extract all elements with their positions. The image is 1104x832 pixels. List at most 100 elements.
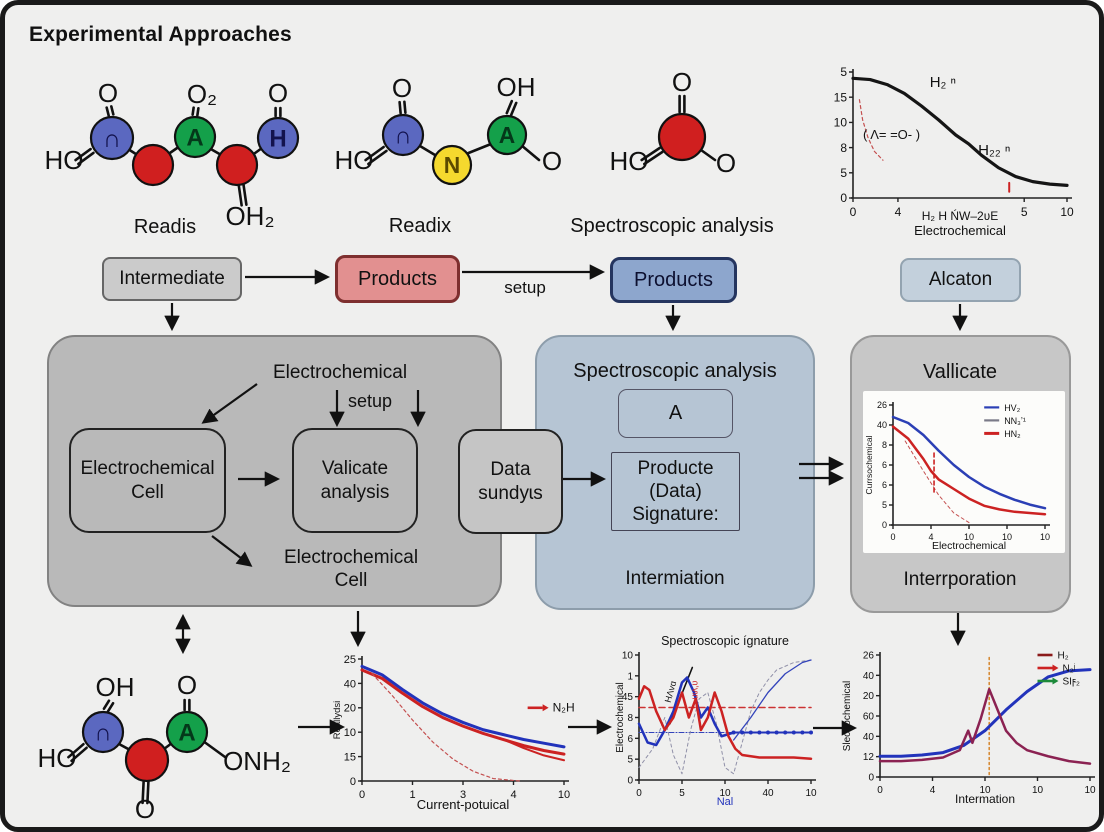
svg-text:5: 5 (1021, 205, 1028, 219)
svg-text:10: 10 (344, 727, 356, 739)
setup-edge-label: setup (504, 278, 546, 297)
svg-text:1: 1 (627, 671, 633, 682)
svg-text:15: 15 (344, 751, 356, 763)
svg-text:H: H (269, 125, 286, 152)
svg-text:1: 1 (409, 789, 415, 801)
svg-text:O: O (392, 73, 412, 103)
svg-text:20: 20 (344, 703, 356, 715)
svg-text:10: 10 (1002, 532, 1012, 542)
svg-text:HO: HO (38, 743, 77, 773)
svg-text:HO: HO (335, 145, 374, 175)
svg-text:10: 10 (719, 788, 731, 799)
svg-text:5: 5 (679, 788, 685, 799)
svg-text:Electrochemical: Electrochemical (615, 682, 626, 753)
svg-text:OH: OH (497, 72, 536, 102)
electro-bottom-text: Electrochemical Cell (283, 547, 419, 592)
electro-top-text: Electrochemical (272, 362, 408, 383)
svg-text:Intermation: Intermation (955, 792, 1015, 806)
svg-text:60: 60 (863, 712, 875, 723)
a-box: A (618, 389, 733, 438)
flow-node-intermediate-label: Intermediate (119, 268, 225, 289)
svg-text:5: 5 (840, 166, 847, 180)
svg-text:0: 0 (636, 788, 642, 799)
svg-text:A: A (499, 122, 515, 148)
svg-text:0: 0 (840, 191, 847, 205)
svg-text:0: 0 (359, 789, 365, 801)
svg-text:4: 4 (510, 789, 516, 801)
svg-text:uɩʌ,ʋ: uɩʌ,ʋ (689, 680, 699, 699)
svg-text:SIϝ₂: SIϝ₂ (1063, 677, 1080, 688)
svg-text:10: 10 (1040, 532, 1050, 542)
svg-text:H₂ ⁿ: H₂ ⁿ (930, 74, 956, 91)
svg-text:26: 26 (863, 651, 875, 662)
page-title: Experimental Approaches (29, 23, 292, 46)
svg-text:25: 25 (344, 654, 356, 666)
svg-text:12: 12 (863, 752, 875, 763)
svg-text:O: O (135, 794, 155, 824)
svg-text:40: 40 (863, 671, 875, 682)
svg-text:45: 45 (622, 692, 634, 703)
svg-text:10: 10 (1032, 785, 1044, 796)
svg-text:OH: OH (96, 672, 135, 702)
svg-text:8: 8 (882, 440, 887, 450)
flow-node-products-red-label: Products (358, 267, 437, 290)
svg-text:10: 10 (964, 532, 974, 542)
svg-text:O: O (672, 67, 692, 97)
svg-text:O: O (98, 78, 118, 108)
svg-text:N: N (444, 152, 460, 178)
svg-text:10: 10 (1060, 205, 1074, 219)
svg-text:∩: ∩ (103, 125, 121, 153)
svg-text:0: 0 (627, 776, 633, 787)
electrochemical-panel (47, 335, 502, 607)
svg-text:5: 5 (627, 755, 633, 766)
svg-text:26: 26 (877, 400, 887, 410)
svg-text:4: 4 (930, 785, 936, 796)
svg-text:10: 10 (558, 789, 570, 801)
svg-text:HN₂: HN₂ (1004, 429, 1021, 439)
svg-text:O: O (177, 670, 197, 700)
flow-node-alcaton-label: Alcaton (928, 269, 993, 290)
validate-panel-title: Vallicate (922, 361, 998, 383)
electrochemical-cell-box: Electrochemical Cell (69, 428, 226, 533)
svg-text:0: 0 (868, 773, 874, 784)
svg-text:A: A (186, 124, 203, 151)
svg-text:Slectrochemical: Slectrochemical (842, 681, 853, 752)
svg-text:Readis: Readis (134, 216, 196, 238)
svg-text:8: 8 (627, 713, 633, 724)
svg-text:HV₂: HV₂ (1004, 403, 1021, 413)
svg-text:0: 0 (877, 785, 883, 796)
svg-text:∩: ∩ (394, 122, 411, 149)
svg-text:O: O (716, 148, 736, 178)
svg-text:H₂ H ŃW–2ʋE: H₂ H ŃW–2ʋE (922, 208, 999, 223)
flow-node-intermediate: Intermediate (102, 257, 242, 301)
flow-node-products-blue: Products (610, 257, 737, 303)
data-box: Data sundyɩs (458, 429, 563, 534)
svg-text:HO: HO (45, 145, 84, 175)
svg-text:ONH₂: ONH₂ (223, 746, 291, 776)
interrporation-text: Interrporation (903, 569, 1017, 590)
intermiation-text: Intermiation (625, 568, 725, 589)
svg-text:10: 10 (834, 116, 848, 130)
svg-text:0: 0 (882, 520, 887, 530)
svg-text:4: 4 (928, 532, 933, 542)
producte-data-signature-box: Producte (Data) Signature: (611, 452, 740, 531)
svg-text:O: O (268, 78, 288, 108)
svg-text:10: 10 (1084, 785, 1096, 796)
svg-text:6: 6 (882, 460, 887, 470)
svg-text:( Λ= =O- ): ( Λ= =O- ) (863, 127, 920, 142)
svg-text:H₂: H₂ (1058, 651, 1069, 662)
svg-text:20: 20 (863, 691, 875, 702)
svg-text:4: 4 (895, 205, 902, 219)
svg-text:OH₂: OH₂ (225, 201, 274, 231)
spectroscopic-panel (535, 335, 815, 610)
svg-text:O₂: O₂ (187, 79, 217, 109)
svg-text:10: 10 (979, 785, 991, 796)
svg-text:40: 40 (762, 788, 774, 799)
